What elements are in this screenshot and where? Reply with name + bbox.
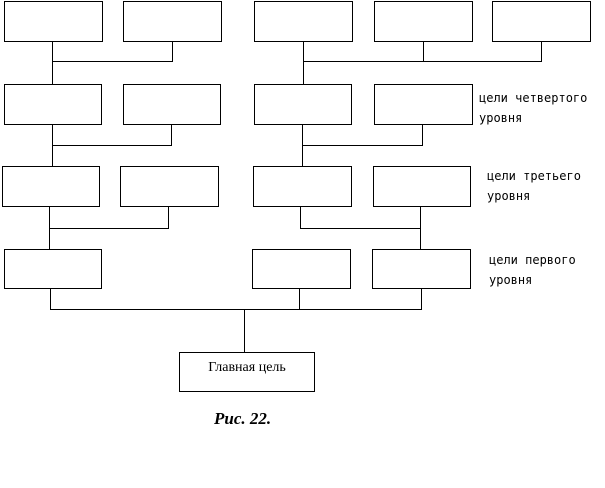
- connector-l3-left: [49, 206, 169, 250]
- connector-l3-right: [300, 206, 421, 250]
- goal-box-l3-1: [2, 166, 100, 207]
- goal-box-l1-3: [372, 249, 471, 289]
- level-label-third-line1: цели третьего: [487, 169, 581, 183]
- level-label-first-line1: цели первого: [489, 253, 576, 267]
- level-label-first: цели первого уровня: [489, 250, 576, 290]
- goal-box-l4-3: [254, 84, 352, 125]
- goal-box-l3-2: [120, 166, 219, 207]
- goal-box-l1-1: [4, 249, 102, 289]
- level-label-fourth-line2: уровня: [479, 111, 523, 125]
- figure-caption: Рис. 22.: [214, 409, 272, 428]
- level-label-third-line2: уровня: [487, 189, 531, 203]
- connector-l4-left: [52, 124, 172, 167]
- connector-l4-right: [302, 124, 423, 167]
- connector-l5-left: [52, 41, 173, 85]
- goal-box-l5-1: [4, 1, 103, 42]
- level-label-fourth-line1: цели четвертого: [479, 91, 588, 105]
- goal-box-l5-3: [254, 1, 353, 42]
- goal-box-l4-2: [123, 84, 221, 125]
- connector-l1-main: [50, 288, 422, 353]
- level-label-fourth: цели четвертого уровня: [479, 88, 587, 128]
- goal-box-l5-4: [374, 1, 473, 42]
- level-label-third: цели третьего уровня: [487, 166, 581, 206]
- level-label-first-line2: уровня: [489, 273, 533, 287]
- goal-box-l3-3: [253, 166, 352, 207]
- goal-box-l1-2: [252, 249, 351, 289]
- goal-box-l5-5: [492, 1, 591, 42]
- main-goal-box: [179, 352, 315, 392]
- goal-box-l4-1: [4, 84, 102, 125]
- goal-box-l5-2: [123, 1, 222, 42]
- connector-l5-right: [303, 41, 542, 85]
- goal-box-l3-4: [373, 166, 471, 207]
- goal-box-l4-4: [374, 84, 473, 125]
